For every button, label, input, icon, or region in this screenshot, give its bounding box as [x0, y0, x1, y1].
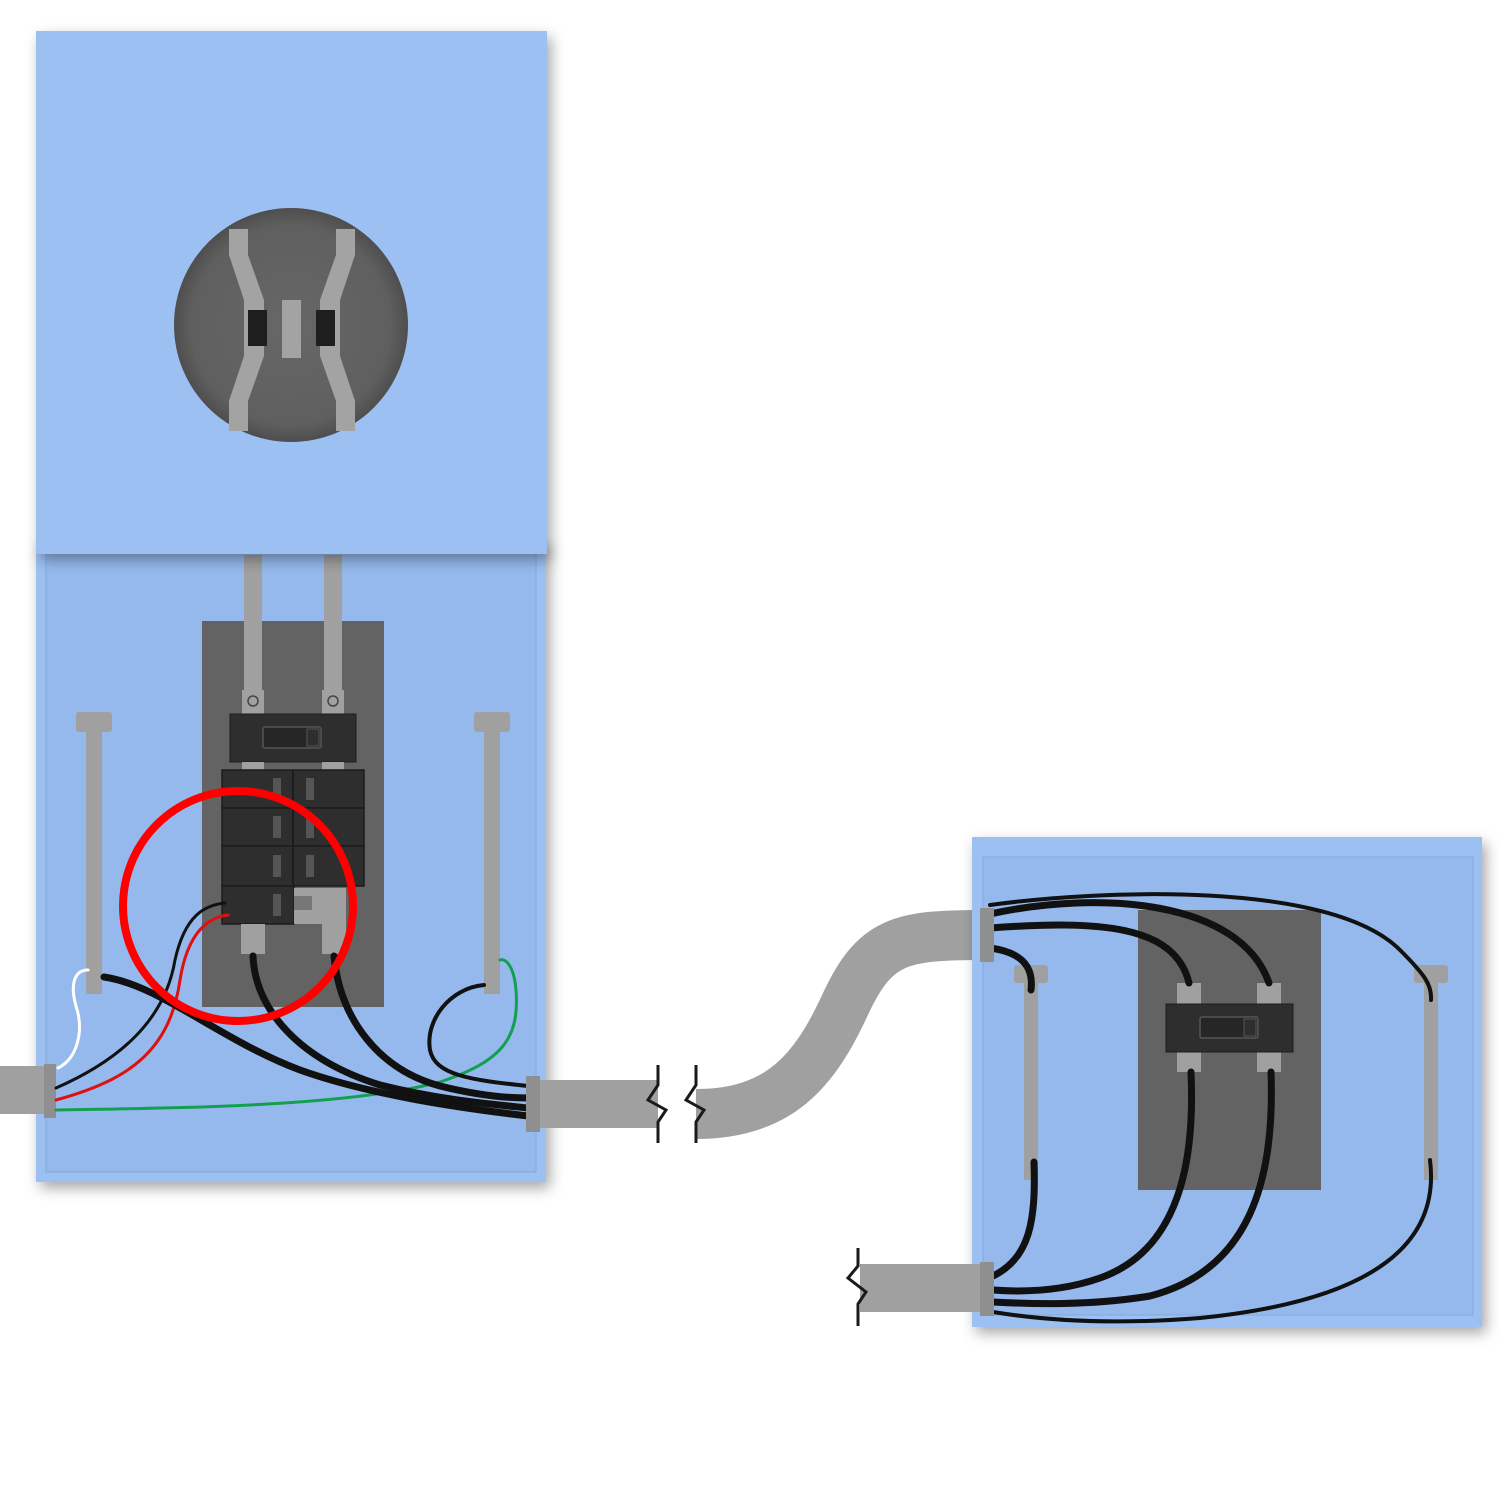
load-conduit: [845, 1248, 980, 1326]
breaker-handle[interactable]: [273, 894, 281, 916]
sub-load-neutral: [989, 1158, 1038, 1280]
ground-bar: [474, 712, 510, 994]
break-mark-icon: [645, 1065, 669, 1143]
subpanel-enclosure: [972, 837, 1482, 1327]
sub-feeder-hot-1: [986, 921, 1193, 987]
subpanel-connector-top: [980, 908, 994, 962]
sub-feeder-hot-2: [986, 899, 1273, 987]
service-lug-left: [242, 690, 264, 714]
meter-socket: [174, 208, 408, 442]
main-panel-enclosure: [36, 31, 547, 1182]
feeder-wire-hot-1: [249, 952, 532, 1112]
bus-stab-slot: [294, 896, 312, 910]
subpanel-wiring: [986, 892, 1434, 1324]
disconnect-terminal: [1257, 983, 1281, 1005]
sub-load-hot-1: [989, 1068, 1196, 1295]
wire-green-ground: [54, 958, 518, 1112]
breaker-handle[interactable]: [306, 778, 314, 800]
neutral-bar: [76, 712, 112, 994]
feeder-wire-hot-2: [330, 952, 532, 1102]
highlight-ring: [119, 787, 357, 1025]
subpanel-ground-bar: [1414, 965, 1448, 1180]
feeder-branch-breaker[interactable]: [221, 885, 295, 925]
incoming-cable: [0, 1066, 48, 1114]
meter-jaw-left: [229, 229, 264, 431]
subpanel-connector-bottom: [980, 1262, 994, 1316]
breaker-handle[interactable]: [273, 778, 281, 800]
main-breaker[interactable]: [229, 713, 357, 770]
sub-load-hot-2: [989, 1068, 1275, 1308]
disconnect-terminal: [1177, 983, 1201, 1005]
feeder-conduit: [540, 910, 986, 1143]
lug-screw-icon: [247, 695, 259, 707]
meter-jaw-right: [320, 229, 355, 431]
wire-black-branch: [54, 901, 227, 1090]
cable-connector-left: [44, 1064, 56, 1118]
sub-feeder-neutral: [986, 944, 1035, 994]
disconnect-terminal: [1177, 1052, 1201, 1072]
breaker-handle[interactable]: [306, 816, 314, 838]
sub-load-ground: [991, 1158, 1433, 1324]
breaker-handle[interactable]: [273, 855, 281, 877]
service-bus-right: [324, 555, 342, 705]
bus-terminal-left: [241, 924, 265, 954]
meter-neutral-tab: [282, 300, 301, 358]
main-panel-wiring: [0, 901, 540, 1132]
disconnect-breaker[interactable]: [1165, 1003, 1294, 1053]
wire-white-neutral: [56, 968, 90, 1070]
break-mark-icon: [845, 1248, 869, 1326]
break-mark-icon: [683, 1065, 707, 1143]
sub-feeder-ground: [988, 892, 1434, 1002]
meter-jaw-clip-right: [316, 310, 335, 346]
disconnect-terminal: [1257, 1052, 1281, 1072]
lug-screw-icon: [327, 695, 339, 707]
feeder-wire-ground: [427, 983, 530, 1088]
service-lug-right: [322, 690, 344, 714]
feeder-wire-neutral: [100, 973, 532, 1120]
breaker-handle[interactable]: [273, 816, 281, 838]
service-bus-left: [244, 555, 262, 705]
feeder-conduit-curve: [695, 910, 986, 1139]
breaker-handle[interactable]: [306, 855, 314, 877]
cable-connector-right: [526, 1076, 540, 1132]
meter-jaw-clip-left: [248, 310, 267, 346]
